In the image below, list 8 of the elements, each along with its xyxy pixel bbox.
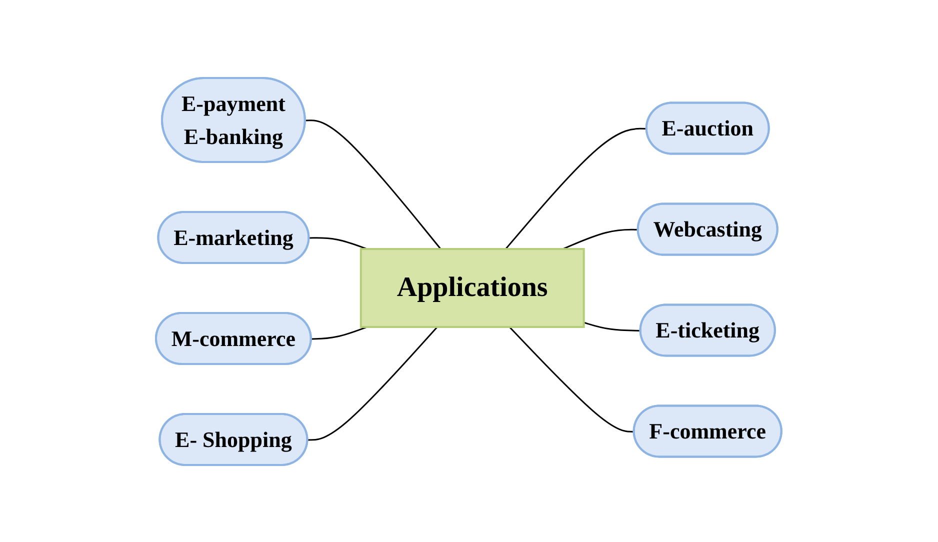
connector bbox=[584, 321, 642, 331]
connector bbox=[312, 326, 368, 340]
connector bbox=[562, 228, 639, 250]
connector bbox=[308, 326, 438, 440]
connector bbox=[505, 127, 648, 249]
connector bbox=[306, 119, 442, 249]
node-box: Applications bbox=[360, 248, 586, 328]
connector bbox=[509, 326, 635, 432]
